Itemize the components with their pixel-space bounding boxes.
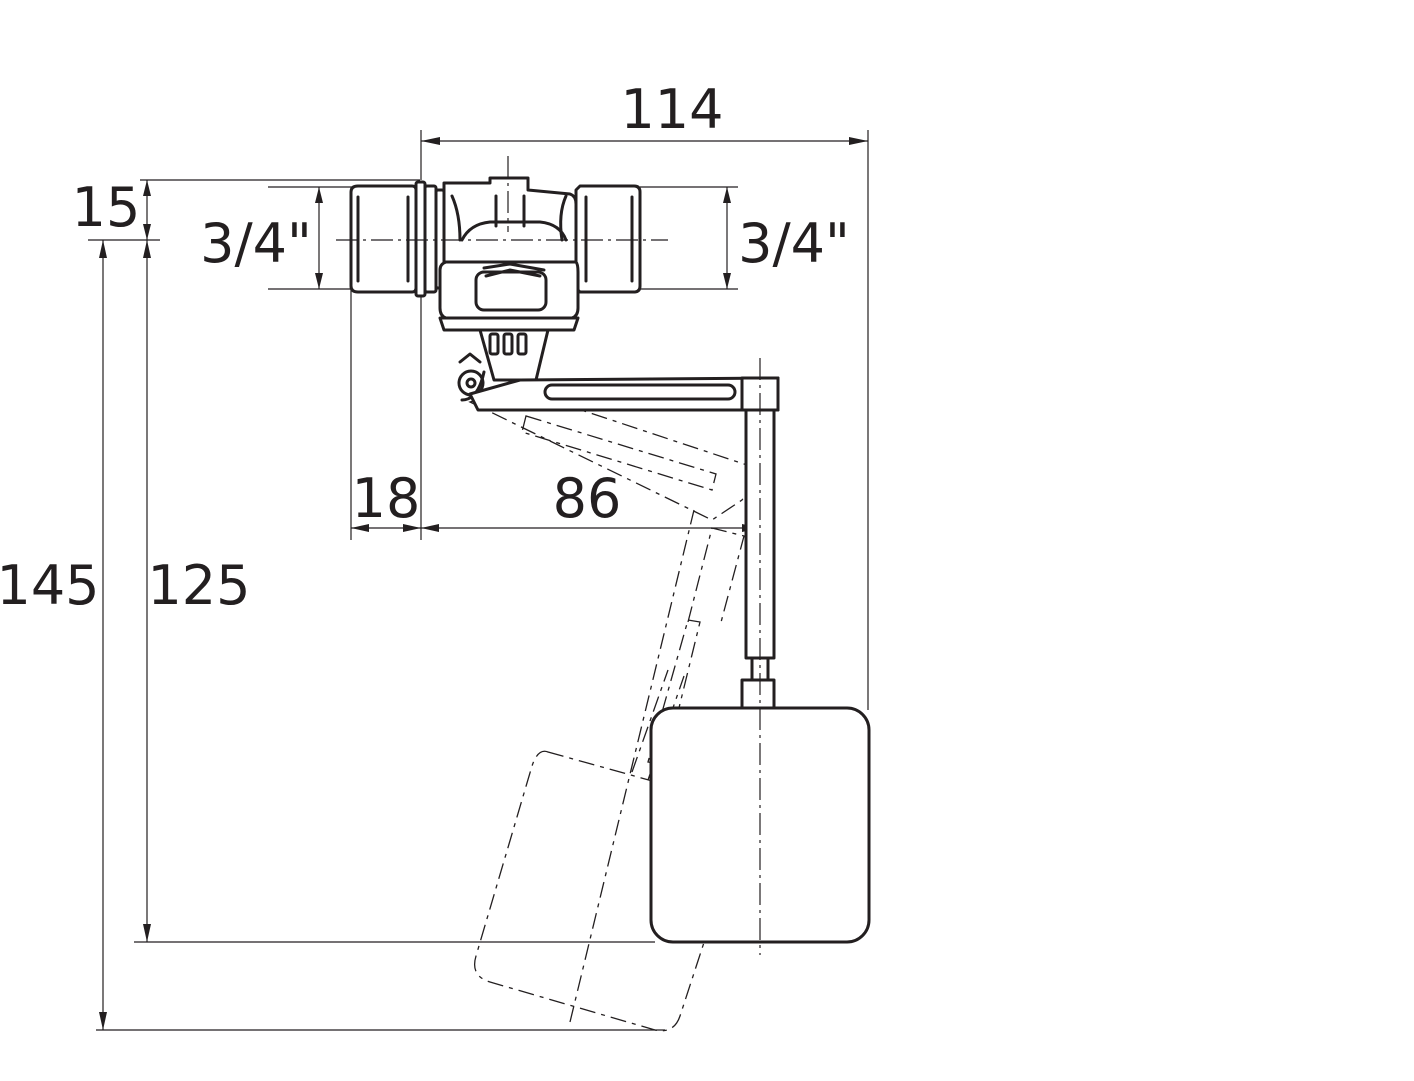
float-rod [740, 408, 776, 712]
dim-overall-width: 114 [620, 78, 723, 141]
valve-body [349, 176, 642, 402]
dim-float-height: 125 [147, 554, 250, 617]
dim-overall-height: 145 [0, 554, 100, 617]
dim-connector-length: 18 [352, 467, 421, 530]
left-union-nut [349, 184, 418, 294]
dim-inlet-thread: 3/4" [200, 212, 312, 275]
dimension-lines [88, 130, 869, 1031]
center-lines [336, 156, 761, 955]
lever-arm [468, 376, 780, 412]
dim-outlet-thread: 3/4" [738, 212, 850, 275]
right-union-nut [574, 184, 642, 294]
dimension-labels: 114 15 3/4" 3/4" 145 125 18 86 [0, 78, 850, 617]
dim-top-offset: 15 [72, 176, 141, 239]
dim-arm-length: 86 [553, 467, 622, 530]
